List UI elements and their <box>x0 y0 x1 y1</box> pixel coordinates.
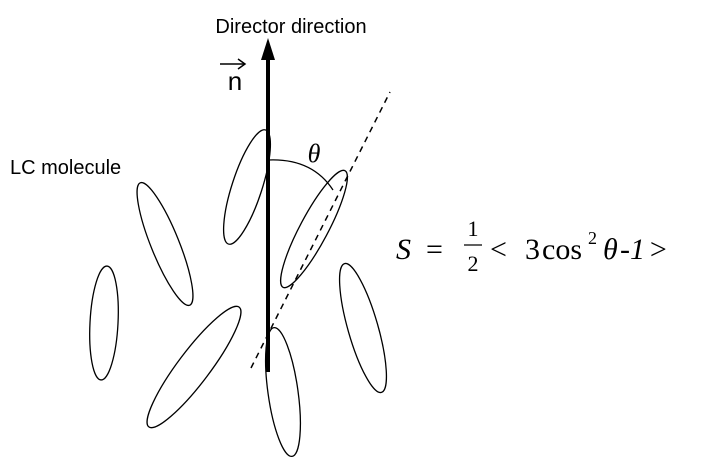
equation-fraction-numerator: 1 <box>468 216 479 241</box>
order-parameter-equation: S = 1 2 < 3 cos 2 θ -1 > <box>396 216 668 276</box>
equation-s: S <box>396 233 411 266</box>
theta-label: θ <box>308 139 321 168</box>
lc-molecule-ellipse <box>136 297 252 436</box>
director-direction-label: Director direction <box>215 16 366 38</box>
equation-coefficient: 3 <box>525 233 540 266</box>
director-axis <box>261 38 275 372</box>
director-arrow-head <box>261 38 275 60</box>
lc-molecule-ellipse-tilted <box>271 164 358 294</box>
equation-left-bracket: < <box>490 233 507 266</box>
lc-molecule-ellipse <box>127 178 202 311</box>
theta-angle-arc <box>268 160 333 190</box>
lc-molecule-ellipse <box>87 265 121 380</box>
molecule-axis-dashed-line <box>251 92 390 368</box>
equation-minus-one: -1 <box>620 233 645 266</box>
equation-theta: θ <box>603 233 618 266</box>
lc-molecule-label: LC molecule <box>10 157 121 179</box>
equation-right-bracket: > <box>648 233 668 266</box>
lc-molecule-ellipse <box>259 326 307 459</box>
lc-molecule-ellipse <box>330 259 396 396</box>
equation-equals: = <box>426 233 443 266</box>
equation-fraction-denominator: 2 <box>468 251 479 276</box>
lc-molecules <box>87 125 396 458</box>
equation-exponent: 2 <box>588 228 597 248</box>
vector-n-label: n <box>228 66 242 96</box>
equation-cos: cos <box>542 233 582 266</box>
director-vector-symbol: n <box>220 59 245 96</box>
